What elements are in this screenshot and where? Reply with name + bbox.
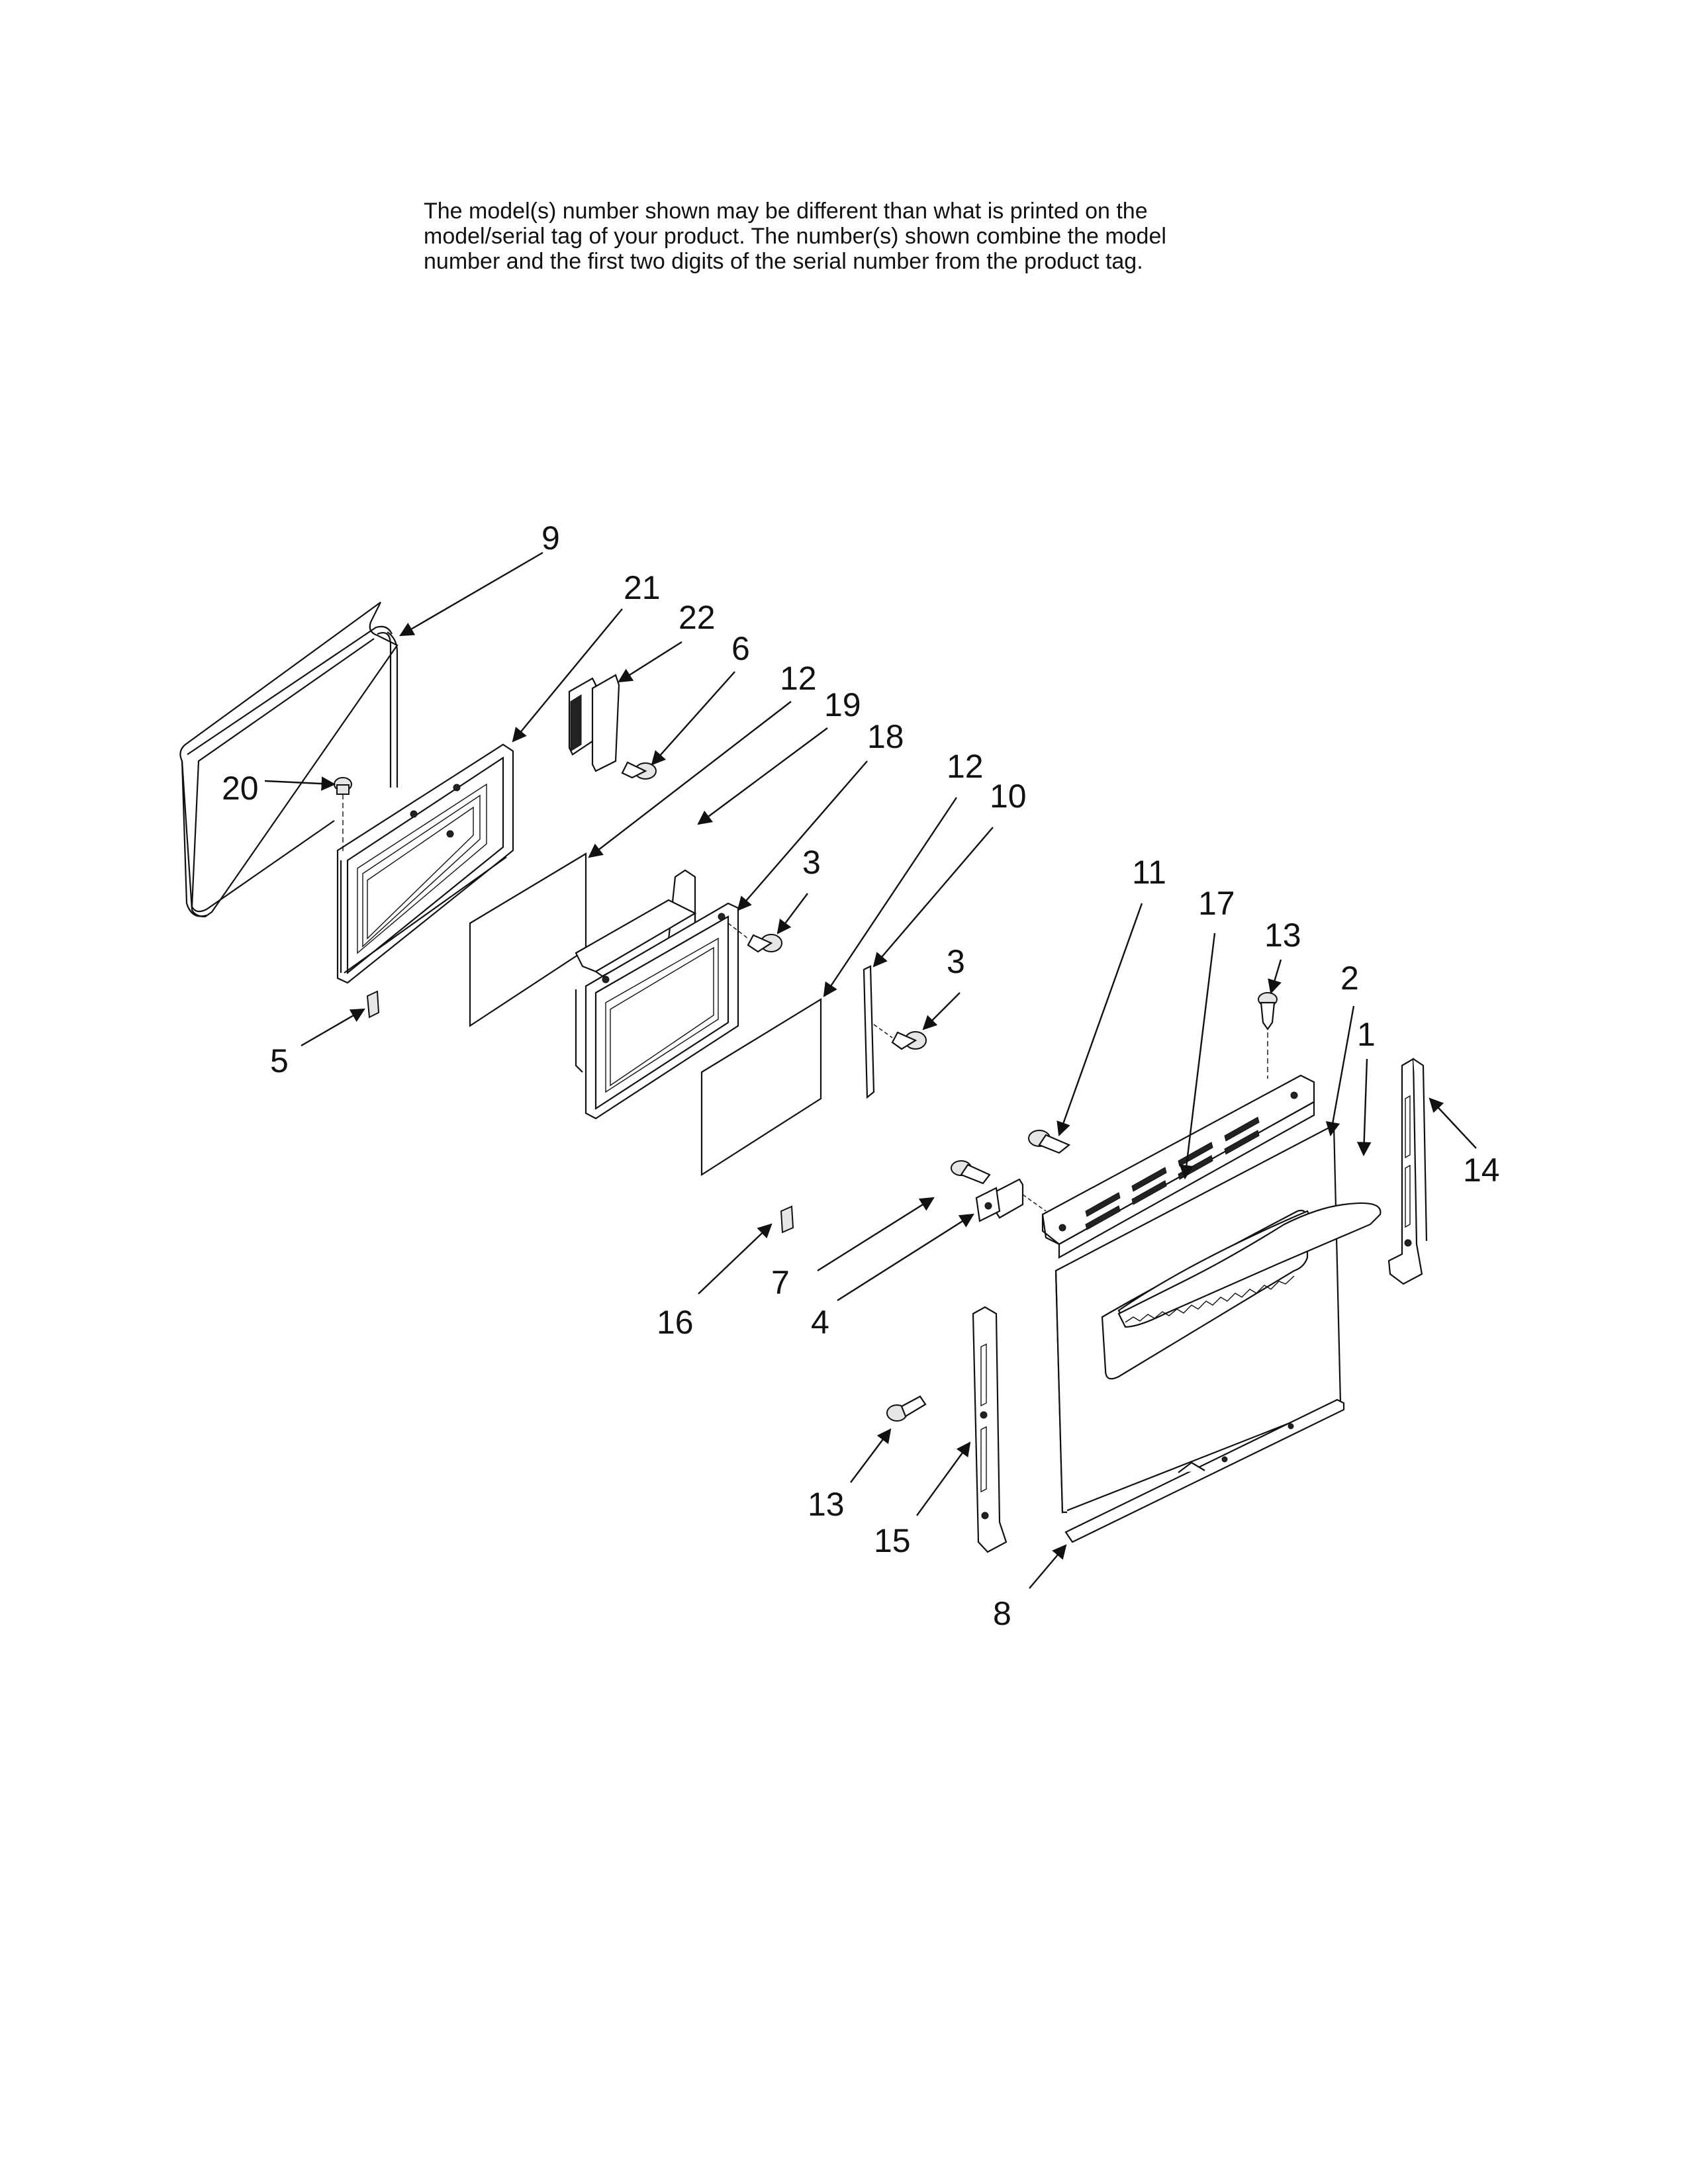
part-18-glass-frame	[575, 902, 739, 1120]
part-22-hinge	[568, 674, 620, 772]
part-7-screw	[951, 1160, 991, 1185]
callout-9: 9	[541, 520, 560, 557]
callout-4: 4	[811, 1304, 829, 1341]
part-5-clip	[366, 990, 380, 1019]
part-20-bumper	[334, 777, 352, 854]
part-13-screw-lower	[886, 1395, 927, 1422]
callout-14: 14	[1463, 1152, 1500, 1189]
callout-17: 17	[1198, 885, 1235, 922]
part-11-screw	[1028, 1130, 1071, 1154]
callout-16: 16	[657, 1304, 694, 1341]
callout-13-lower: 13	[808, 1486, 845, 1523]
part-1-door-handle	[1117, 1202, 1382, 1328]
part-17-vent-trim	[1041, 1074, 1315, 1259]
callout-12-lower: 12	[947, 748, 984, 785]
part-21-inner-door-frame	[336, 743, 514, 984]
part-2-outer-door-panel	[1055, 1124, 1342, 1514]
part-6-screw	[621, 761, 657, 780]
callout-labels: 9 21 22 6 12 19 18 20 3 12 10 5 3 11 17 …	[222, 520, 1500, 1632]
callout-10: 10	[990, 778, 1027, 815]
part-4-hinge-receiver	[975, 1178, 1047, 1222]
callout-1: 1	[1357, 1016, 1376, 1053]
callout-20: 20	[222, 770, 259, 807]
part-12-glass-lower	[700, 998, 822, 1177]
callout-7: 7	[771, 1264, 790, 1301]
note-line-1: The model(s) number shown may be differe…	[424, 199, 1148, 224]
part-12-glass-upper	[469, 852, 587, 1028]
callout-2: 2	[1340, 960, 1359, 997]
callout-15: 15	[874, 1522, 911, 1559]
part-9-door-gasket	[179, 602, 399, 918]
callout-11: 11	[1132, 854, 1166, 891]
callout-6: 6	[731, 630, 750, 667]
part-13-screw-top	[1258, 992, 1278, 1079]
callout-22: 22	[679, 599, 716, 636]
callout-5: 5	[270, 1042, 289, 1079]
callout-13-top: 13	[1264, 917, 1301, 954]
part-8-bottom-trim	[1064, 1398, 1345, 1543]
part-3-screw-upper	[727, 923, 782, 953]
leader-lines	[264, 551, 1477, 1589]
part-14-side-channel	[1387, 1058, 1428, 1285]
callout-8: 8	[993, 1595, 1011, 1632]
callout-12-upper: 12	[780, 660, 817, 697]
note-line-2: model/serial tag of your product. The nu…	[424, 224, 1166, 249]
part-10-strip	[863, 965, 875, 1099]
callout-3-upper: 3	[802, 844, 821, 881]
callout-18: 18	[867, 718, 904, 755]
callout-19: 19	[824, 686, 861, 723]
part-3-screw-lower	[873, 1024, 927, 1050]
part-15-side-channel	[972, 1306, 1008, 1553]
part-16-clip	[780, 1205, 794, 1234]
callout-3-lower: 3	[947, 943, 965, 980]
callout-21: 21	[624, 569, 661, 606]
note-line-3: number and the first two digits of the s…	[424, 249, 1143, 274]
model-number-note: The model(s) number shown may be differe…	[424, 199, 1311, 274]
